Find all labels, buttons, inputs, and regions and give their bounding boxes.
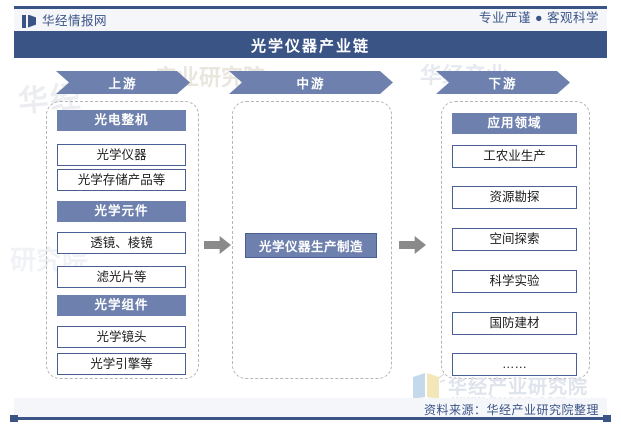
downstream-container bbox=[441, 101, 590, 379]
upstream-item: 光学仪器 bbox=[57, 144, 186, 166]
upstream-group-header: 光学组件 bbox=[57, 295, 186, 316]
brand-bar bbox=[14, 9, 607, 33]
downstream-item: …… bbox=[452, 353, 577, 376]
tagline: 专业严谨 ● 客观科学 bbox=[479, 11, 599, 25]
page-title: 光学仪器产业链 bbox=[14, 33, 607, 58]
huaon-watermark-logo-icon bbox=[413, 373, 445, 399]
stage-header-midstream: 中游 bbox=[229, 71, 393, 94]
midstream-node: 光学仪器生产制造 bbox=[245, 233, 377, 258]
upstream-item: 滤光片等 bbox=[57, 266, 186, 288]
stage-header-upstream: 上游 bbox=[56, 71, 190, 94]
downstream-item: 空间探索 bbox=[452, 228, 577, 251]
huajing-logo-icon bbox=[22, 14, 36, 28]
flow-arrow-right-icon bbox=[204, 236, 231, 254]
top-rule bbox=[14, 6, 607, 9]
brand-block: 华经情报网 bbox=[22, 11, 107, 31]
footer-watermark-text: 华经产业研究院 bbox=[448, 377, 589, 398]
upstream-item: 透镜、棱镜 bbox=[57, 232, 186, 254]
downstream-item: 资源勘探 bbox=[452, 186, 577, 209]
brand-name: 华经情报网 bbox=[42, 13, 108, 28]
downstream-header: 应用领域 bbox=[452, 113, 577, 134]
bottom-rule bbox=[10, 415, 611, 422]
flow-arrow-right-icon bbox=[399, 236, 426, 254]
source-bar bbox=[14, 398, 607, 417]
stage-header-downstream: 下游 bbox=[436, 71, 570, 94]
upstream-item: 光学引擎等 bbox=[57, 353, 186, 375]
downstream-item: 科学实验 bbox=[452, 270, 577, 293]
upstream-item: 光学存储产品等 bbox=[57, 169, 186, 191]
midstream-container bbox=[232, 101, 392, 379]
upstream-group-header: 光学元件 bbox=[57, 201, 186, 222]
upstream-item: 光学镜头 bbox=[57, 326, 186, 348]
downstream-item: 工农业生产 bbox=[452, 145, 577, 168]
upstream-container bbox=[46, 101, 199, 379]
downstream-item: 国防建材 bbox=[452, 312, 577, 335]
source-note: 资料来源：华经产业研究院整理 bbox=[423, 403, 599, 417]
upstream-group-header: 光电整机 bbox=[57, 110, 186, 131]
